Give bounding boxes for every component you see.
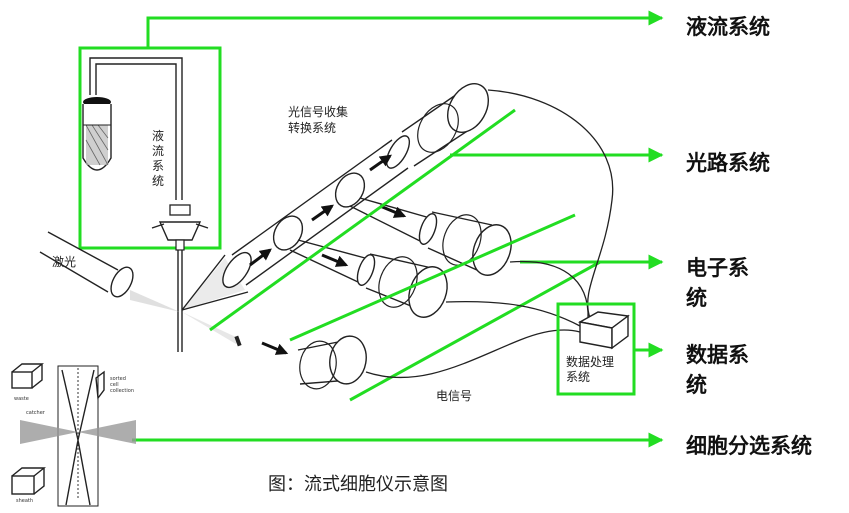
figure-caption: 图：流式细胞仪示意图 (268, 474, 448, 495)
light-signal-label-2: 转换系统 (288, 120, 336, 135)
cell-sorter-inset: waste catcher sorted cell collection she… (11, 363, 136, 507)
sorted-label-1: sorted (110, 376, 126, 382)
fluid-tubing (89, 57, 183, 200)
fluidics-system-label: 液流系统 (686, 15, 770, 39)
fluidics-vchar-3: 系 (152, 159, 164, 173)
optical-collection-path (181, 83, 512, 390)
fluidics-leader (146, 10, 664, 48)
waste-label: waste (14, 396, 29, 402)
signal-wires (365, 89, 614, 379)
electronics-system-label-2: 统 (686, 286, 707, 310)
sheath-label: sheath (16, 498, 33, 504)
light-direction-arrows (249, 154, 407, 355)
electronics-system-label-1: 电子系 (686, 256, 749, 280)
flow-nozzle-icon (151, 204, 209, 352)
data-system-label-2: 统 (686, 373, 707, 397)
laser-source-icon (39, 231, 180, 312)
data-system-box (556, 302, 636, 396)
light-signal-label-1: 光信号收集 (288, 104, 348, 119)
electric-signal-label: 电信号 (436, 389, 472, 403)
sample-tube-icon (82, 97, 112, 171)
data-processing-label-2: 系统 (566, 370, 590, 384)
catcher-label: catcher (26, 410, 46, 416)
computer-cube-icon (577, 311, 630, 350)
sorting-system-label: 细胞分选系统 (686, 434, 812, 458)
data-system-label-1: 数据系 (686, 343, 749, 367)
fluidics-vchar-2: 流 (152, 144, 164, 158)
fluidics-vchar-4: 统 (152, 174, 164, 188)
fluidics-box (78, 46, 222, 250)
fluidics-vertical-label: 液 流 系 统 (152, 128, 164, 188)
fluidics-vchar-1: 液 (152, 128, 164, 143)
optics-system-label: 光路系统 (685, 151, 770, 175)
data-processing-label-1: 数据处理 (566, 354, 614, 369)
sorted-label-3: collection (110, 388, 134, 394)
sorted-label-2: cell (110, 382, 119, 388)
laser-label: 激光 (52, 255, 76, 269)
